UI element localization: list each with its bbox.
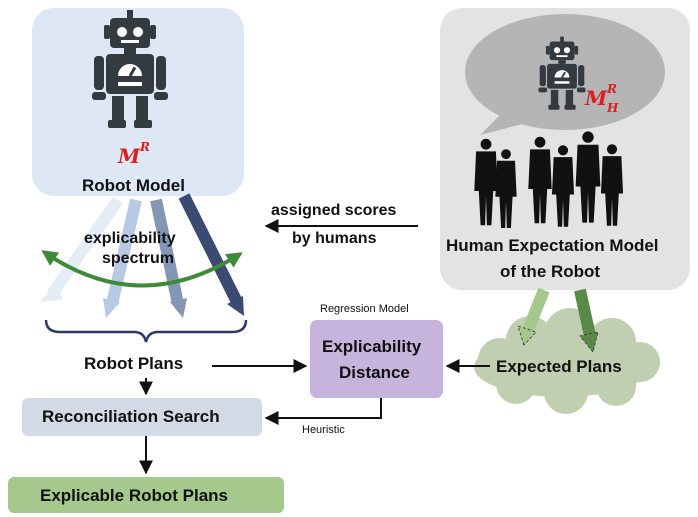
spectrum-label-line2: spectrum (102, 250, 175, 267)
human-model-label-line2: of the Robot (500, 262, 601, 281)
expected-plans-cloud (474, 308, 660, 414)
heuristic-arrow (264, 398, 382, 425)
distance-label-line2: Distance (339, 363, 410, 382)
human-model-label-line1: Human Expectation Model (446, 236, 659, 255)
thought-bubble-tail (480, 110, 530, 135)
expectation-arrows (517, 287, 599, 353)
robot-model-label: Robot Model (82, 176, 185, 195)
robot-plans-label: Robot Plans (84, 354, 184, 373)
feedback-label-line2: by humans (292, 230, 377, 247)
distance-label-line1: Explicability (322, 337, 422, 356)
plans-brace (44, 319, 248, 343)
distance-box (310, 320, 443, 398)
expected-plans-label: Expected Plans (496, 357, 622, 376)
reconciliation-box (22, 398, 262, 436)
feedback-label-line1: assigned scores (271, 202, 397, 219)
heuristic-label: Heuristic (302, 424, 345, 436)
regression-caption: Regression Model (320, 303, 409, 315)
explicable-plans-label: Explicable Robot Plans (40, 486, 228, 505)
spectrum-arc (41, 250, 243, 288)
spectrum-label-line1: explicability (84, 230, 176, 247)
reconciliation-label: Reconciliation Search (42, 407, 220, 426)
explicable-box (8, 477, 284, 513)
